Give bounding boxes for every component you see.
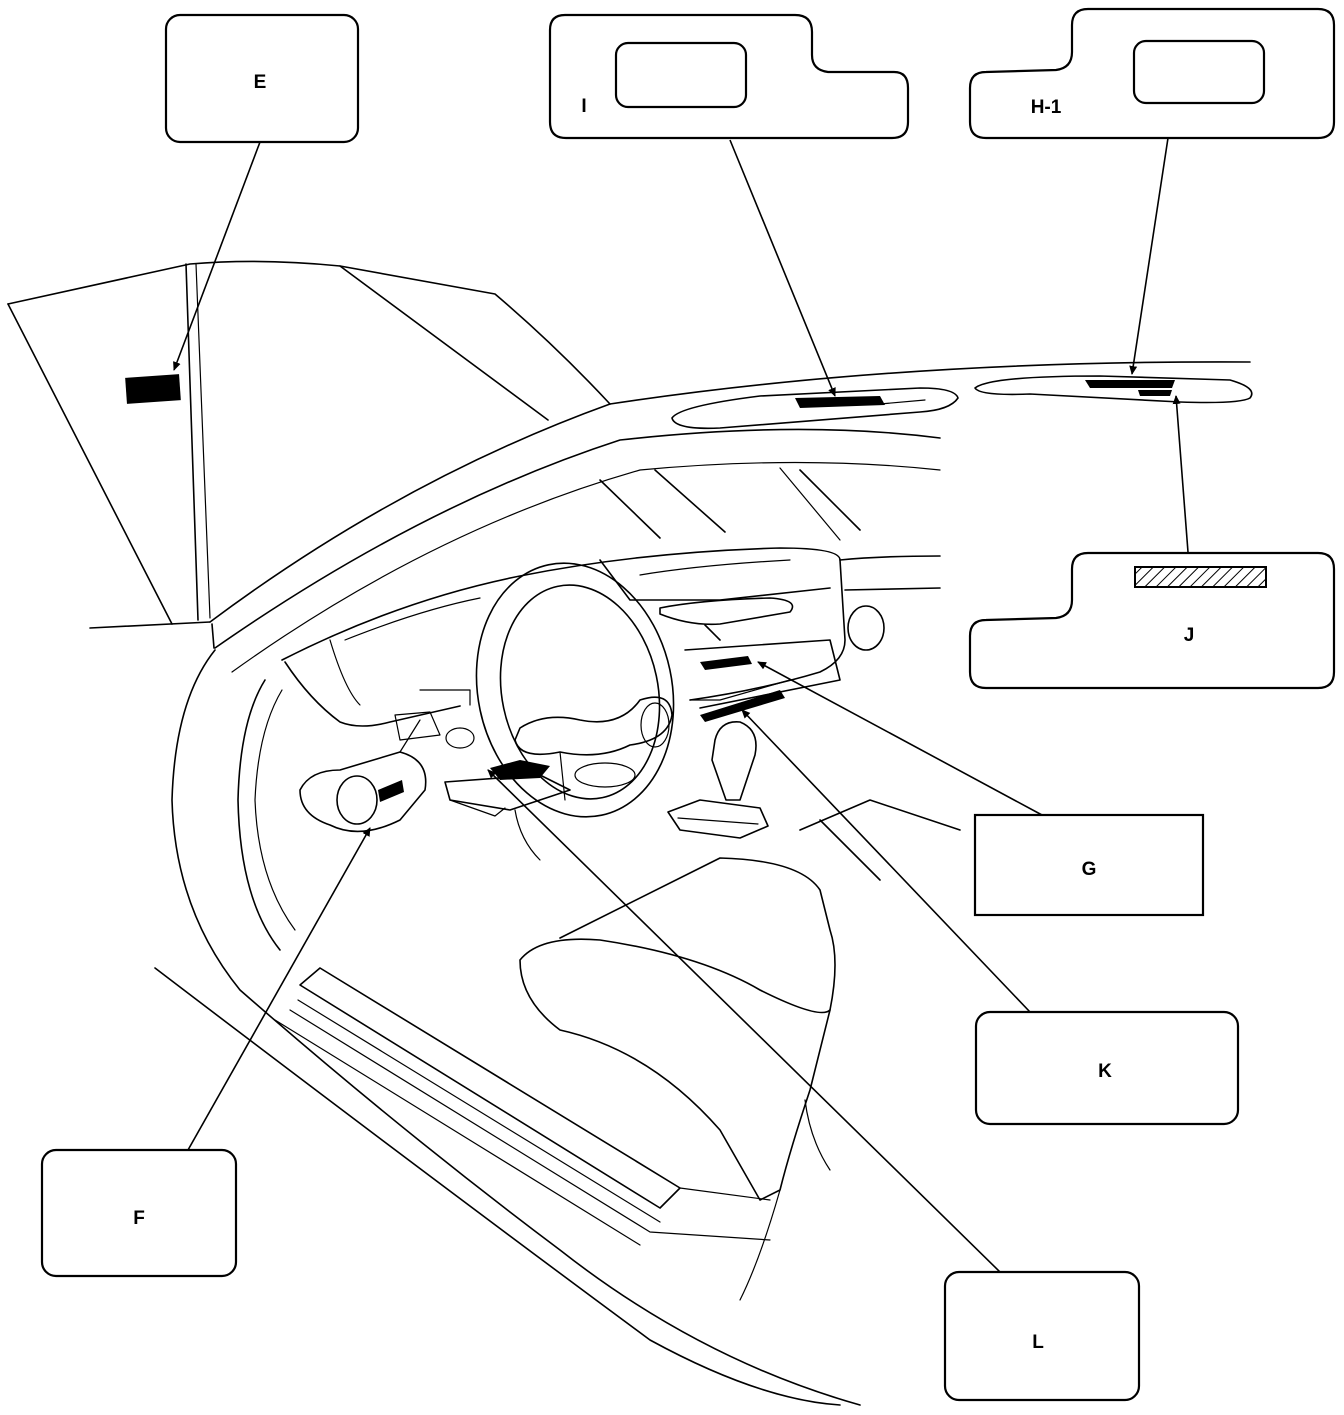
callout-I-label: I xyxy=(581,96,586,117)
leader-L xyxy=(487,769,1001,1273)
target-E xyxy=(125,374,181,404)
leader-G xyxy=(757,661,1043,816)
callout-F-label: F xyxy=(133,1208,145,1229)
hatched-label-icon xyxy=(1134,566,1267,588)
callout-E: E xyxy=(164,13,360,144)
callout-L: L xyxy=(943,1270,1141,1402)
door-sill xyxy=(274,967,771,1246)
label-targets xyxy=(125,374,181,404)
callout-H1-label: H-1 xyxy=(1031,97,1062,118)
callout-J: J xyxy=(968,551,1336,690)
shifter-console xyxy=(667,721,961,881)
callout-L-label: L xyxy=(1032,1332,1044,1353)
callout-H1: H-1 xyxy=(968,7,1336,140)
dashboard xyxy=(281,547,941,861)
roof-frame xyxy=(209,361,1251,673)
car-illustration xyxy=(7,260,1253,1406)
callout-K-label: K xyxy=(1098,1061,1112,1082)
sun-visor-passenger xyxy=(974,375,1253,404)
callout-I: I xyxy=(548,13,910,140)
leader-E xyxy=(173,141,261,371)
leader-F xyxy=(187,827,371,1151)
leader-J xyxy=(1172,395,1189,553)
steering-wheel xyxy=(475,562,675,818)
callout-E-label: E xyxy=(254,72,267,93)
driver-seat xyxy=(519,857,836,1301)
leader-H1 xyxy=(1129,137,1169,375)
steering-column xyxy=(299,719,427,833)
callout-J-label: J xyxy=(1184,625,1195,646)
open-hood xyxy=(7,260,611,629)
a-pillar xyxy=(599,467,861,541)
callout-F: F xyxy=(40,1148,238,1278)
door-opening xyxy=(154,649,861,1406)
callout-K: K xyxy=(974,1010,1240,1126)
leader-K xyxy=(741,709,1031,1013)
callout-G-label: G xyxy=(1082,859,1097,880)
sun-visor-driver xyxy=(671,387,959,430)
callout-G: G xyxy=(973,813,1205,917)
leader-I xyxy=(729,139,836,397)
leader-lines xyxy=(173,137,1189,1273)
